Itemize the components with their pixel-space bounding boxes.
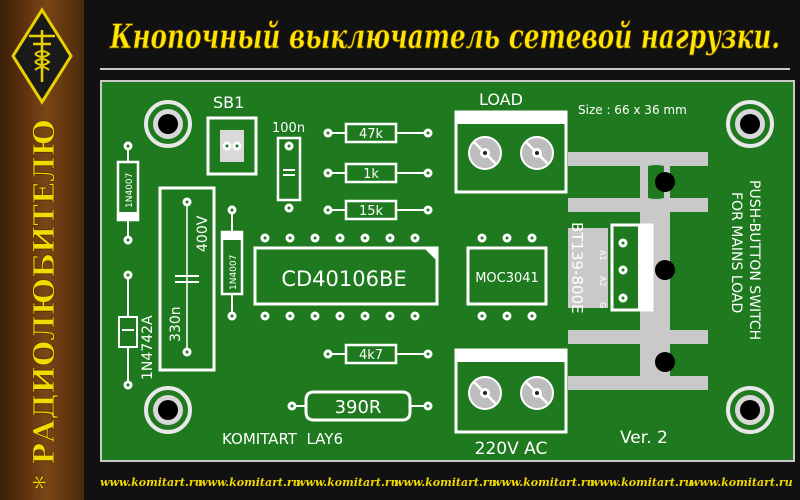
triac-pin-a1: A1 <box>598 250 607 261</box>
footer: www.komitart.ru www.komitart.ru www.komi… <box>100 476 800 496</box>
r-47k-label: 47k <box>359 127 384 142</box>
description-line-1: PUSH-BUTTON SWITCH <box>746 180 762 340</box>
triac-pin-g: G <box>598 302 607 308</box>
page-title: Кнопочный выключатель сетевой нагрузки. <box>109 17 781 58</box>
sidebar: * РАДИОЛЮБИТЕЛЮ * <box>0 0 84 500</box>
mains-label: 220V AC <box>475 439 548 459</box>
footer-link[interactable]: www.komitart.ru <box>100 476 203 489</box>
footer-link[interactable]: www.komitart.ru <box>590 476 693 489</box>
footer-link[interactable]: www.komitart.ru <box>492 476 595 489</box>
capacitor-330n: 330n 400V <box>158 186 216 372</box>
resistor-47k: 47k <box>323 122 433 144</box>
version-label: Ver. 2 <box>620 428 668 448</box>
vertical-title-text: * РАДИОЛЮБИТЕЛЮ * <box>27 110 61 490</box>
ic2-label: MOC3041 <box>475 271 539 286</box>
capacitor-100n <box>276 136 302 202</box>
triac-label: BT139-800E <box>568 222 586 314</box>
r-4k7-label: 4k7 <box>359 348 383 363</box>
footer-link[interactable]: www.komitart.ru <box>198 476 301 489</box>
resistor-15k: 15k <box>323 199 433 221</box>
size-label: Size : 66 x 36 mm <box>578 103 687 117</box>
d2-label: 1N4007 <box>229 255 239 290</box>
resistor-1k: 1k <box>323 162 433 184</box>
page-title-text: Кнопочный выключатель сетевой нагрузки. <box>109 17 780 57</box>
r-15k-label: 15k <box>359 204 384 219</box>
mounting-hole <box>726 100 774 148</box>
title-underline <box>100 68 790 70</box>
zener-diode: 1N4742A <box>118 270 156 390</box>
author-label: KOMITART LAY6 <box>222 430 343 448</box>
vertical-title: * РАДИОЛЮБИТЕЛЮ * <box>27 110 62 490</box>
footer-link[interactable]: www.komitart.ru <box>690 476 793 489</box>
ic-moc3041: MOC3041 <box>466 233 548 321</box>
description-line-2: FOR MAINS LOAD <box>728 192 744 313</box>
mounting-hole <box>144 100 192 148</box>
triac-pin-a2: A2 <box>598 276 607 287</box>
radio-amateur-logo <box>11 7 73 105</box>
r-390r-label: 390R <box>335 397 382 418</box>
pcb-board: SB1 100n 47k 1k 15k CD40106BE MOC3 <box>100 80 795 462</box>
d1-label: 1N4007 <box>125 173 135 208</box>
mounting-hole <box>726 386 774 434</box>
triac-bt139: A1 A2 G BT139-800E <box>568 222 654 314</box>
footer-link[interactable]: www.komitart.ru <box>296 476 399 489</box>
cap-400v-label: 400V <box>195 215 211 252</box>
zener-label: 1N4742A <box>140 315 156 380</box>
ic-cd40106be: CD40106BE <box>253 233 439 321</box>
cap-100n-label: 100n <box>272 121 305 136</box>
ic1-label: CD40106BE <box>281 267 406 291</box>
diode-d2: 1N4007 <box>220 205 244 321</box>
footer-link[interactable]: www.komitart.ru <box>394 476 497 489</box>
resistor-4k7: 4k7 <box>323 343 433 365</box>
load-label: LOAD <box>479 90 523 109</box>
mounting-hole <box>144 386 192 434</box>
sb1-label: SB1 <box>213 93 244 112</box>
r-1k-label: 1k <box>363 167 379 182</box>
cap-330n-label: 330n <box>168 306 184 342</box>
diode-d1: 1N4007 <box>116 141 140 245</box>
resistor-390r: 390R <box>287 390 433 422</box>
